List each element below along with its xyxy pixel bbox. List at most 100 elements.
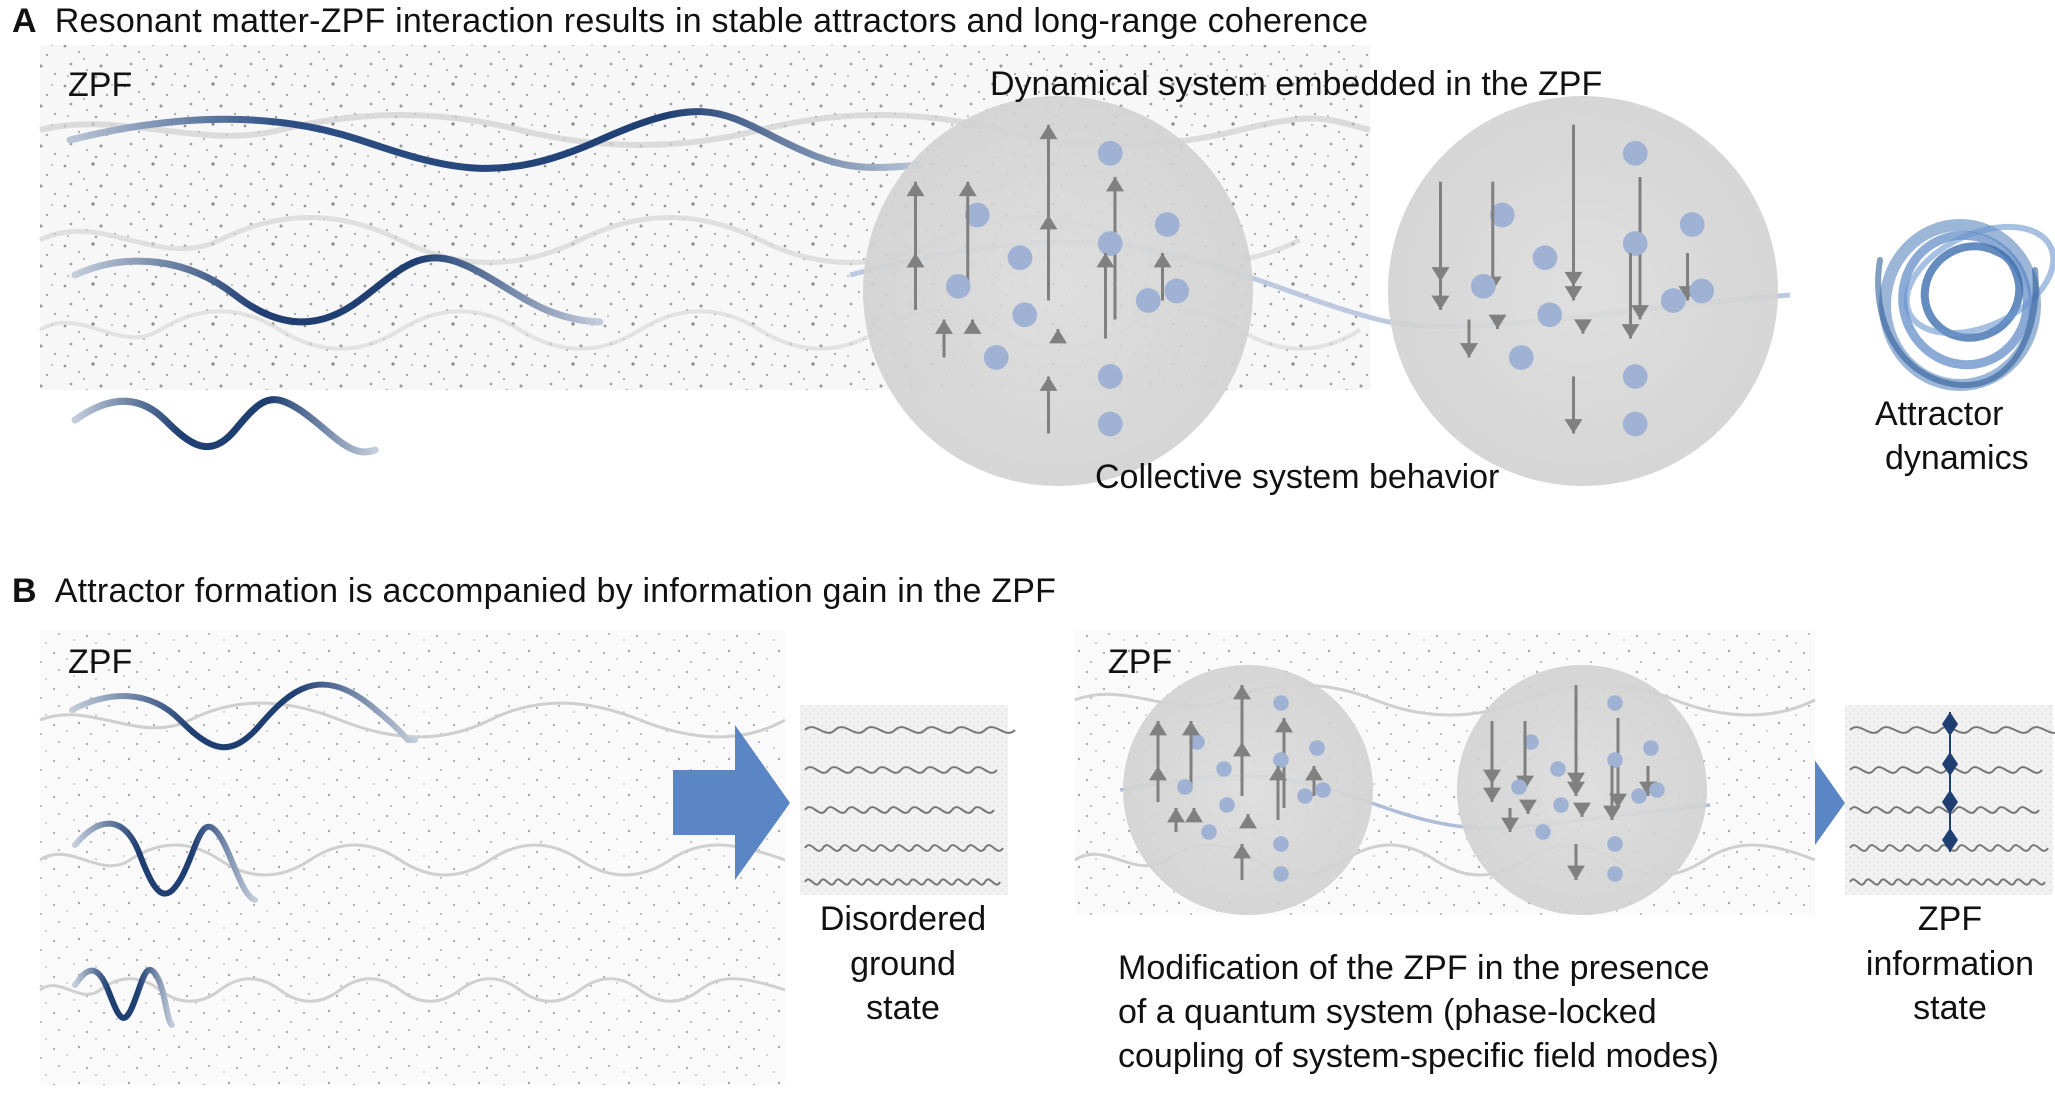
particle-dot: [1273, 752, 1289, 768]
panel-a-letter: A: [12, 2, 37, 40]
collective-behavior-label: Collective system behavior: [1095, 458, 1500, 496]
attractor-icon: [1875, 219, 2055, 391]
spin-up-arrow-head: [1167, 808, 1185, 823]
phase-lock-markers: [1942, 712, 1958, 852]
disordered-state-box: [800, 705, 1016, 895]
particle-dot: [1622, 364, 1648, 389]
zpf-mode-wave-long: [66, 108, 924, 172]
particle-dot: [1097, 364, 1123, 389]
particle-dot: [1511, 779, 1527, 795]
particle-dot: [1660, 288, 1686, 313]
info-state-label-line2: information: [1865, 945, 2035, 983]
spin-up-arrow-head: [1106, 177, 1124, 192]
modification-label-line1: Modification of the ZPF in the presence: [1118, 949, 1710, 987]
particle-dot: [1607, 866, 1623, 882]
sphere-b1-spins: [1149, 685, 1331, 882]
spin-up-arrow-head: [1149, 721, 1167, 736]
spin-up-arrow-head: [906, 181, 925, 197]
particle-dot: [1012, 302, 1038, 328]
spin-down-arrow-head: [1573, 802, 1591, 817]
spin-down-arrow-head: [1488, 314, 1507, 329]
system-sphere-b2: [1457, 665, 1707, 915]
particle-dot: [1164, 278, 1190, 304]
info-state-label-line1: ZPF: [1917, 900, 1983, 938]
system-sphere-a2: [1388, 96, 1778, 486]
particle-dot: [1097, 140, 1123, 166]
spin-down-arrow-head: [1564, 286, 1583, 301]
particle-dot: [1489, 202, 1515, 228]
spin-down-arrow-head: [1460, 343, 1478, 358]
particle-dot: [1135, 288, 1161, 313]
particle-dot: [1607, 836, 1623, 852]
spin-down-arrow-head: [1621, 324, 1640, 339]
spin-up-arrow-head: [1039, 215, 1058, 230]
particle-dot: [1309, 740, 1325, 756]
particle-dot: [1470, 273, 1496, 299]
dynamical-system-label: Dynamical system embedded in the ZPF: [990, 65, 1603, 103]
disordered-label-line2: ground: [850, 945, 956, 983]
spin-up-arrow-head: [1239, 814, 1257, 829]
modification-label-line3: coupling of system-specific field modes): [1118, 1037, 1719, 1075]
sphere-a2-spins: [1431, 124, 1715, 437]
zpf-mode-wave-medium: [71, 254, 604, 326]
particle-dot: [1315, 782, 1331, 798]
panel-a-title: A Resonant matter-ZPF interaction results…: [12, 2, 1368, 41]
particle-dot: [1189, 734, 1205, 750]
spin-up-arrow-head: [1039, 376, 1058, 391]
spin-up-arrow-head: [1185, 808, 1203, 823]
particle-dot: [1689, 278, 1715, 304]
particle-dot: [1523, 734, 1539, 750]
spin-up-arrow-head: [1149, 766, 1167, 781]
spin-down-arrow-head: [1567, 865, 1585, 880]
modification-label-line2: of a quantum system (phase-locked: [1118, 993, 1657, 1031]
spin-down-arrow-head: [1631, 305, 1649, 320]
particle-dot: [1679, 212, 1705, 237]
zpf-mode-wave-short: [71, 396, 379, 456]
spin-up-arrow-head: [1039, 124, 1058, 140]
panel-b-title-text: Attractor formation is accompanied by in…: [54, 572, 1057, 610]
spin-down-arrow-head: [1501, 817, 1519, 832]
info-state-label-line3: state: [1913, 989, 1987, 1027]
particle-dot: [1537, 302, 1563, 328]
spin-down-arrow-head: [1564, 419, 1583, 434]
spin-up-arrow-head: [1182, 721, 1200, 736]
particle-dot: [1154, 212, 1180, 237]
spin-up-arrow-head: [1233, 685, 1251, 700]
spin-down-arrow-head: [1519, 799, 1537, 814]
attractor-label-line1: Attractor: [1875, 395, 2004, 433]
attractor-label-line2: dynamics: [1885, 439, 2029, 477]
spin-up-arrow-head: [1233, 742, 1251, 757]
particle-dot: [1622, 231, 1648, 256]
particle-dot: [1607, 695, 1623, 711]
particle-dot: [1007, 245, 1033, 271]
particle-dot: [1622, 140, 1648, 166]
particle-dot: [1622, 411, 1648, 437]
particle-dot: [1297, 788, 1313, 804]
particle-dot: [1097, 231, 1123, 256]
panel-b-letter: B: [12, 572, 37, 610]
spin-up-arrow-head: [1269, 766, 1287, 781]
spin-down-arrow-head: [1603, 805, 1621, 820]
spin-up-arrow-head: [906, 253, 925, 268]
particle-dot: [1643, 740, 1659, 756]
particle-dot: [1607, 752, 1623, 768]
panel-a-title-text: Resonant matter-ZPF interaction results …: [54, 2, 1369, 40]
zpf-label-b-left: ZPF: [68, 643, 133, 681]
transition-arrow-left: [673, 725, 790, 880]
particle-dot: [1631, 788, 1647, 804]
particle-dot: [1535, 824, 1551, 840]
particle-dot: [1201, 824, 1217, 840]
particle-dot: [1532, 245, 1558, 271]
particle-dot: [945, 273, 971, 299]
particle-dot: [1553, 797, 1569, 813]
spin-up-arrow-head: [1275, 718, 1293, 733]
disordered-label-line1: Disordered: [819, 900, 987, 938]
spin-up-arrow-head: [1153, 253, 1172, 268]
particle-dot: [1273, 695, 1289, 711]
particle-dot: [964, 202, 990, 228]
spin-up-arrow-head: [935, 319, 953, 334]
particle-dot: [1273, 836, 1289, 852]
information-state-box: [1845, 705, 2055, 895]
particle-dot: [1219, 797, 1235, 813]
zpf-mode-wave-b-long: [69, 681, 418, 751]
